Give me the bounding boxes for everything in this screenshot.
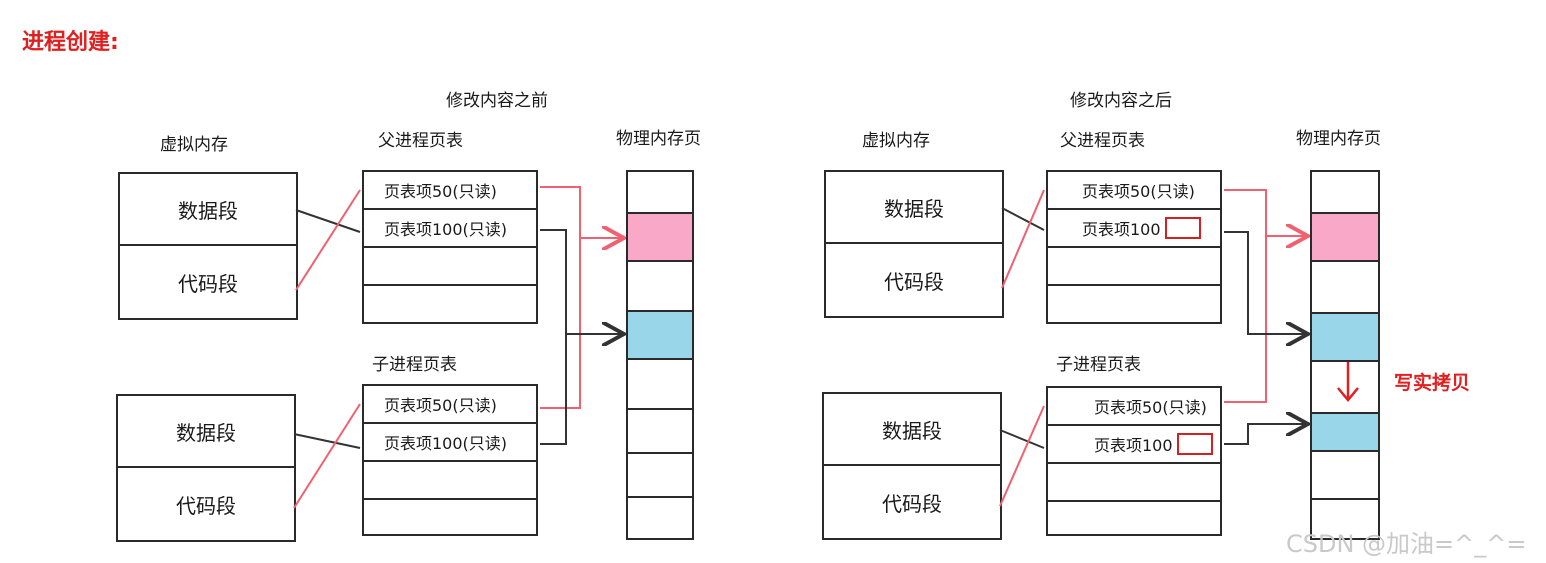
page-divider	[1312, 260, 1378, 262]
page-table-entry-50: 页表项50(只读)	[364, 386, 536, 424]
before-vm-label: 虚拟内存	[160, 135, 228, 155]
before-parent-pte50-to-pink	[540, 186, 622, 238]
code-segment: 代码段	[176, 493, 236, 518]
code-segment: 代码段	[178, 271, 238, 296]
after-child-pte50-to-pink	[1224, 236, 1267, 403]
before-child-virtual-memory: 数据段 代码段	[116, 394, 296, 542]
after-physical-memory	[1310, 170, 1380, 540]
page-table-entry-empty	[1048, 248, 1220, 286]
after-child-pt-label: 子进程页表	[1056, 355, 1141, 375]
after-parent-page-table: 页表项50(只读) 页表项100	[1046, 170, 1222, 324]
page-table-entry-100: 页表项100	[1048, 426, 1220, 464]
after-child-pte100-to-copy	[1224, 424, 1306, 445]
before-parent-page-table: 页表项50(只读) 页表项100(只读)	[362, 170, 538, 324]
before-child-pt-label: 子进程页表	[372, 355, 457, 375]
after-parent-virtual-memory: 数据段 代码段	[824, 170, 1004, 318]
physical-page-pink	[628, 212, 692, 260]
page-table-entry-100: 页表项100(只读)	[364, 210, 536, 248]
page-table-entry-empty	[364, 248, 536, 286]
before-child-data-link	[293, 433, 361, 449]
after-parent-pte50-to-pink	[1224, 189, 1306, 236]
before-parent-pt-label: 父进程页表	[378, 131, 463, 151]
data-segment: 数据段	[118, 396, 294, 468]
code-segment: 代码段	[882, 491, 942, 516]
page-heading: 进程创建:	[22, 30, 119, 55]
before-parent-code-link	[295, 189, 361, 291]
after-phys-label: 物理内存页	[1296, 129, 1381, 149]
before-child-page-table: 页表项50(只读) 页表项100(只读)	[362, 384, 538, 536]
page-divider	[1312, 450, 1378, 452]
physical-page-blue-copy	[1312, 412, 1378, 450]
page-divider	[628, 496, 692, 498]
modified-entry-marker	[1164, 217, 1201, 239]
page-divider	[1312, 360, 1378, 362]
physical-page-pink	[1312, 212, 1378, 260]
before-child-pte100-to-blue	[540, 334, 567, 445]
before-parent-virtual-memory: 数据段 代码段	[118, 172, 298, 320]
code-segment: 代码段	[884, 269, 944, 294]
page-table-entry-50: 页表项50(只读)	[1048, 172, 1220, 210]
data-segment: 数据段	[824, 394, 1000, 466]
after-parent-data-link	[1001, 207, 1045, 231]
page-table-entry-50: 页表项50(只读)	[1048, 388, 1220, 426]
page-divider	[628, 408, 692, 410]
page-divider	[1312, 498, 1378, 500]
modified-entry-marker	[1176, 433, 1213, 455]
after-parent-pte100-to-blue	[1224, 231, 1306, 334]
page-table-entry-empty	[1048, 464, 1220, 502]
page-table-entry-50: 页表项50(只读)	[364, 172, 536, 210]
before-parent-data-link	[295, 209, 361, 233]
after-child-code-link	[999, 405, 1045, 507]
after-parent-code-link	[1001, 189, 1045, 289]
before-child-pte50-to-pink	[540, 238, 581, 409]
after-parent-pt-label: 父进程页表	[1060, 131, 1145, 151]
down-arrow-icon	[1337, 387, 1359, 402]
physical-page-blue	[1312, 312, 1378, 360]
page-table-entry-100: 页表项100(只读)	[364, 424, 536, 462]
before-child-code-link	[293, 403, 361, 509]
page-table-entry-empty	[364, 462, 536, 500]
after-vm-label: 虚拟内存	[862, 131, 930, 151]
physical-page-blue	[628, 310, 692, 358]
watermark: CSDN @加油=^_^=	[1286, 530, 1527, 558]
data-segment: 数据段	[120, 174, 296, 246]
page-divider	[628, 260, 692, 262]
page-table-entry-100: 页表项100	[1048, 210, 1220, 248]
before-phys-label: 物理内存页	[616, 129, 701, 149]
data-segment: 数据段	[826, 172, 1002, 244]
before-parent-pte100-to-blue	[540, 229, 622, 334]
page-divider	[628, 358, 692, 360]
after-child-virtual-memory: 数据段 代码段	[822, 392, 1002, 540]
after-child-data-link	[999, 429, 1045, 449]
page-divider	[628, 452, 692, 454]
before-caption: 修改内容之前	[446, 91, 548, 111]
after-child-page-table: 页表项50(只读) 页表项100	[1046, 386, 1222, 536]
after-caption: 修改内容之后	[1070, 91, 1172, 111]
copy-on-write-label: 写实拷贝	[1394, 372, 1471, 394]
before-physical-memory	[626, 170, 694, 540]
